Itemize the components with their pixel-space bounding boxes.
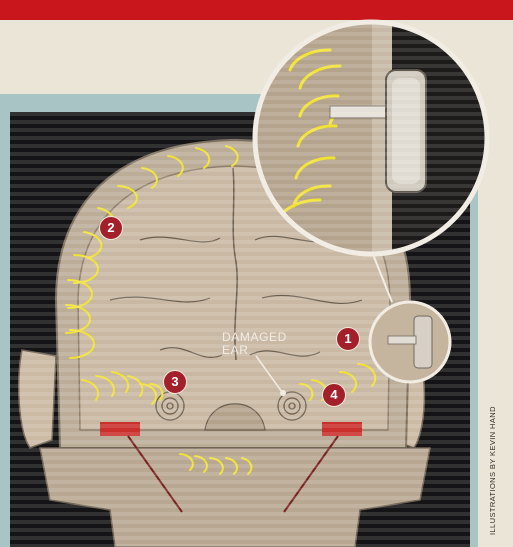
illustration-credit: ILLUSTRATIONS BY KEVIN HAND [488, 406, 497, 535]
marker-4: 4 [322, 383, 346, 407]
damaged-ear-dot [280, 390, 286, 396]
marker-3: 3 [163, 370, 187, 394]
marker-2: 2 [99, 216, 123, 240]
damaged-ear-label-line2: EAR [222, 344, 248, 357]
device-small-body [414, 316, 432, 368]
marker-1: 1 [336, 327, 360, 351]
device-small-post [388, 336, 416, 344]
